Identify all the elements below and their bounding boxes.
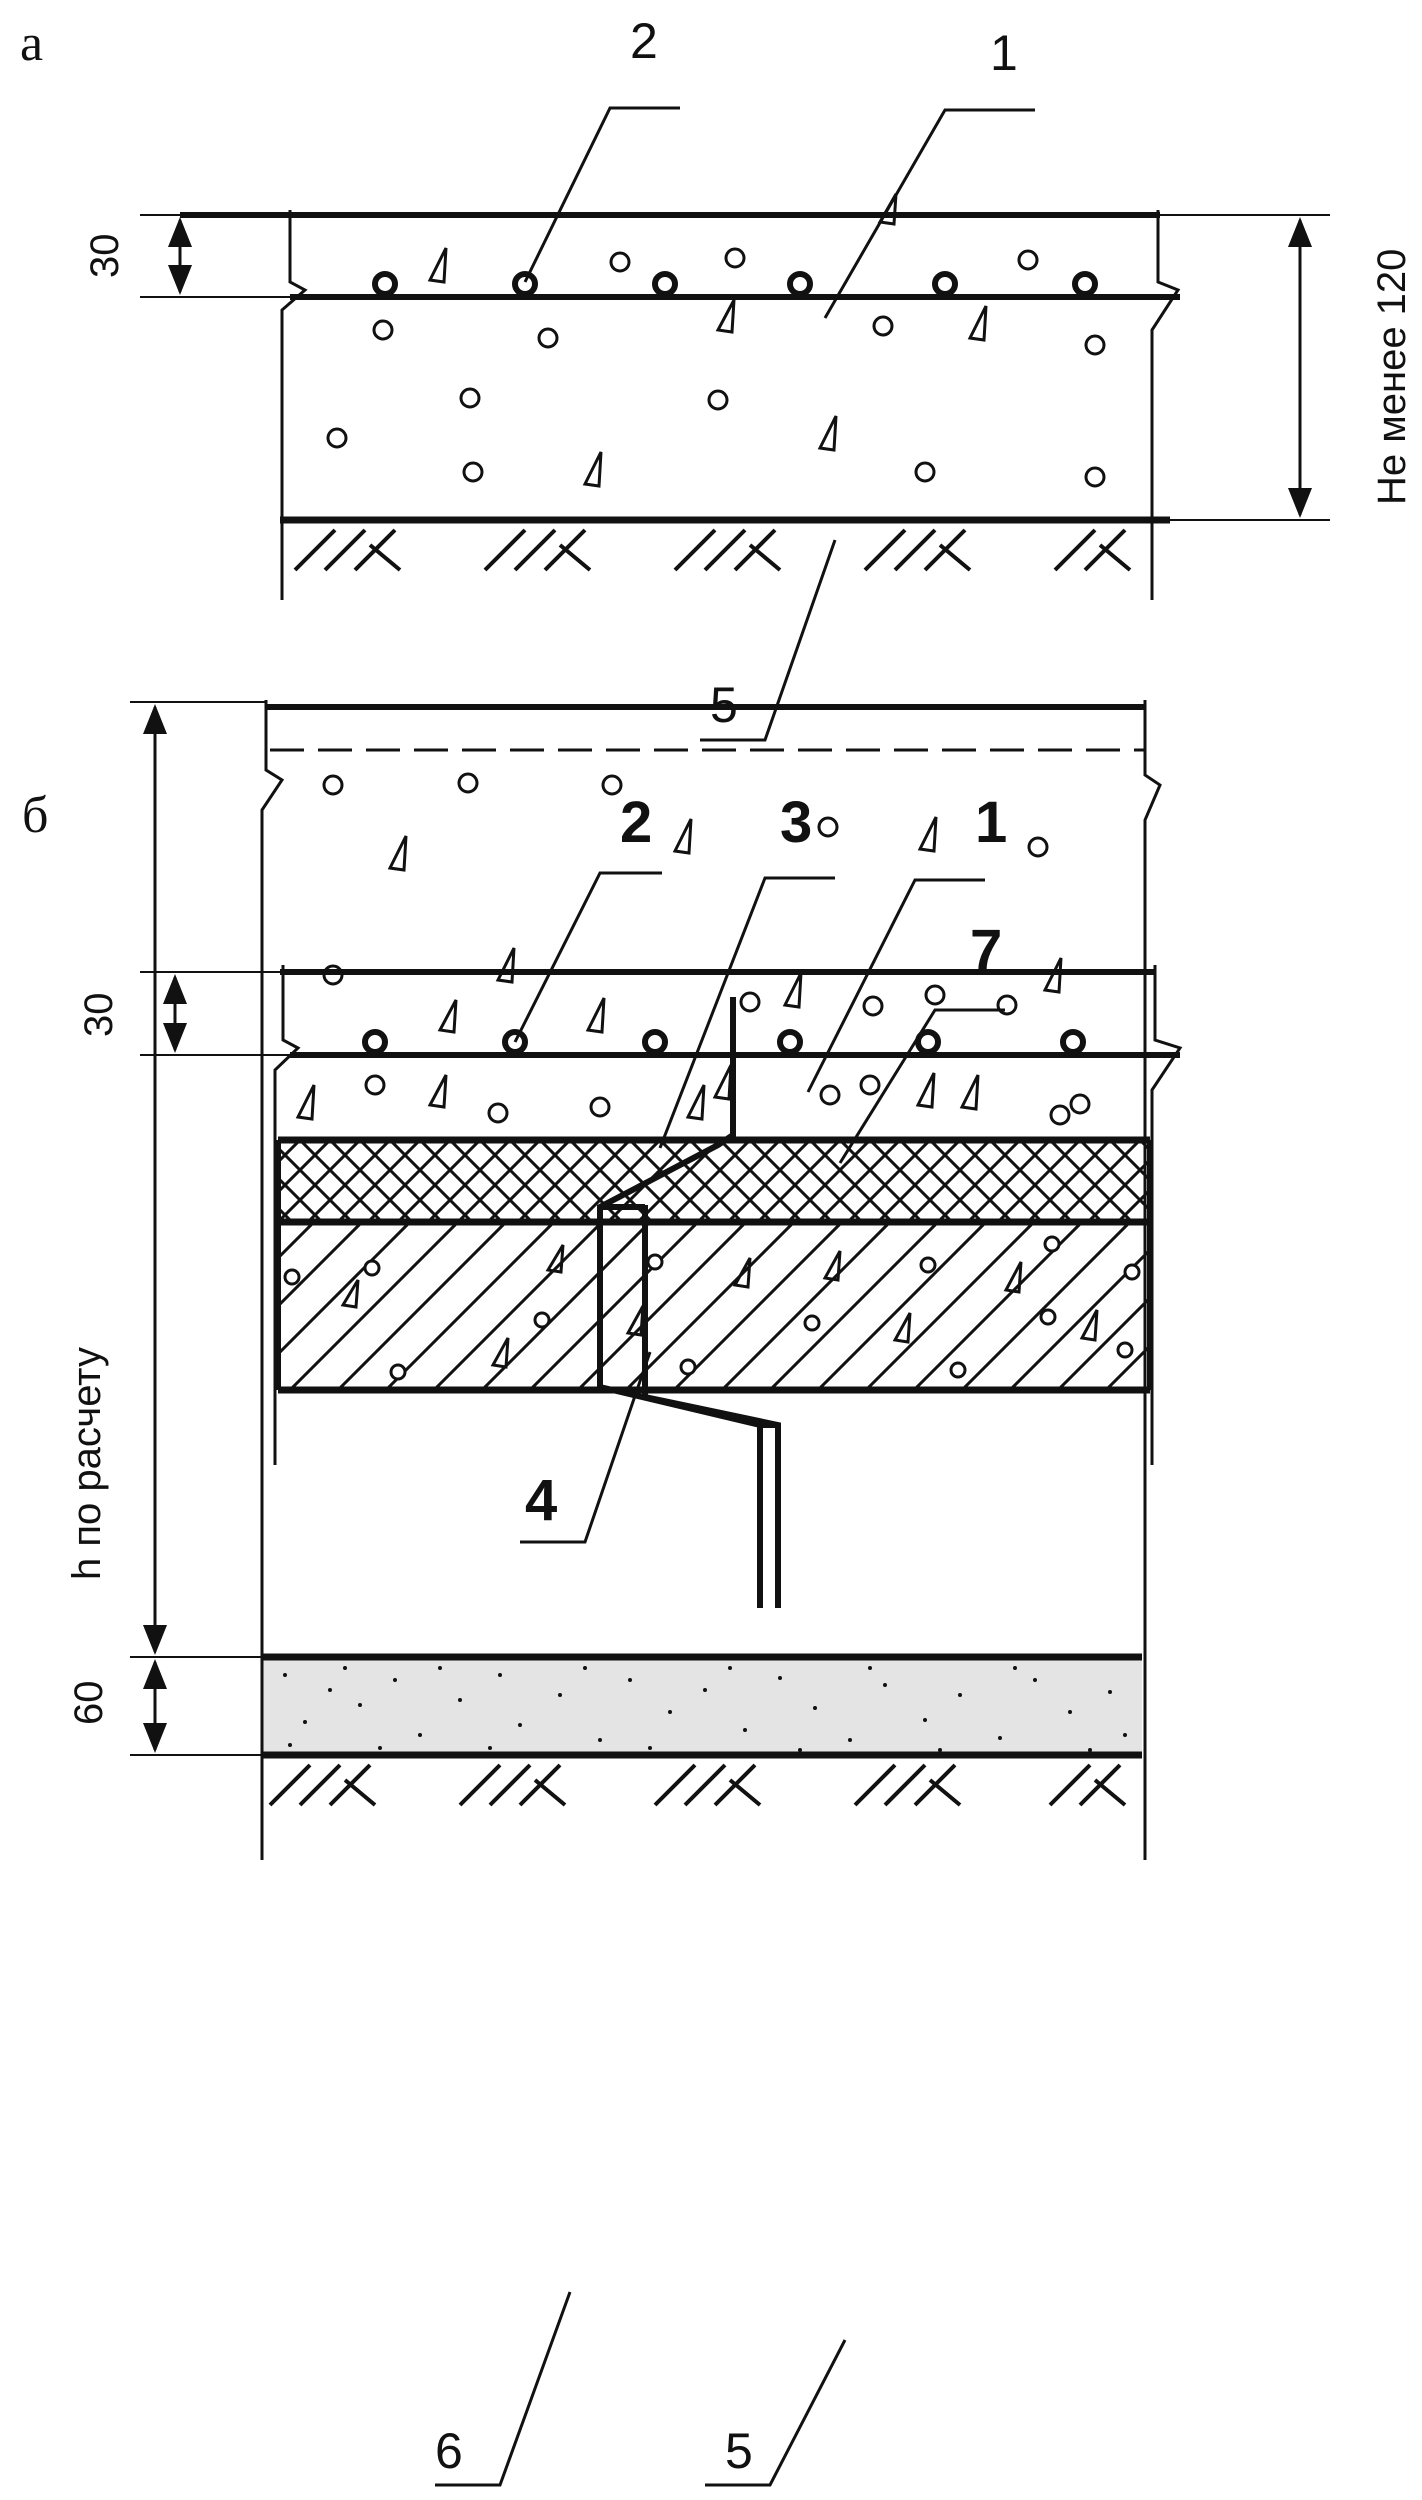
panel-c-right-break <box>1143 700 1162 900</box>
panel-b-callout-2: 2 <box>513 790 662 1043</box>
panel-b-callout-1-label: 1 <box>975 790 1007 855</box>
panel-a-right-break <box>1150 210 1181 600</box>
panel-a-ground-hatch <box>293 528 1132 572</box>
panel-c-ground-hatch <box>268 1763 1127 1807</box>
panel-c-dim-h-label: h по расчету <box>65 1347 109 1580</box>
panel-c-callout-5: 5 <box>705 2339 847 2487</box>
panel-a-left-break <box>280 210 308 600</box>
panel-c-aggregate <box>322 772 1071 1126</box>
panel-b-callout-3: 3 <box>658 790 835 1149</box>
panel-b-callout-4-label: 4 <box>525 1468 557 1533</box>
panel-b-callout-4: 4 <box>520 1351 652 1544</box>
panel-a-callout-1-label: 1 <box>990 25 1018 81</box>
panel-a-stone-marks <box>427 193 988 488</box>
panel-a-dim-total-label: Не менее 120 <box>1370 249 1414 505</box>
panel-c-callout-6-label: 6 <box>435 2423 463 2479</box>
panel-c-callout-7-label: 7 <box>970 918 1002 983</box>
panel-b-dim-30-label: 30 <box>77 993 121 1038</box>
panel-a-callout-2-label: 2 <box>630 13 658 69</box>
panel-a-dim-30: 30 <box>83 214 300 298</box>
panel-b-callout-1: 1 <box>806 790 1007 1093</box>
panel-a-letter: а <box>20 15 43 72</box>
panel-b-reinforcement-bars <box>362 1029 1086 1055</box>
panel-b-left-break <box>273 965 301 1465</box>
panel-c-dim-60: 60 <box>67 1659 262 1756</box>
panel-b-stone-marks <box>340 997 1099 1369</box>
panel-a-callout-2: 2 <box>523 13 680 283</box>
panel-b-crosshatch-layer <box>278 1140 1150 1222</box>
panel-a: а <box>20 13 1414 742</box>
panel-a-dim-30-label: 30 <box>83 234 127 279</box>
panel-c-stone-marks <box>295 816 1063 1121</box>
panel-c-left-break <box>260 700 285 900</box>
panel-c-dim-60-label: 60 <box>67 1681 111 1726</box>
panel-c-callout-7: 7 <box>838 918 1005 1164</box>
panel-c-sand-dots <box>283 1666 1127 1752</box>
panel-c-callout-6: 6 <box>435 2291 572 2487</box>
panel-c-joint-inner <box>642 1205 781 1608</box>
panel-a-aggregate <box>326 247 1106 488</box>
panel-b-letter: б <box>22 787 48 844</box>
panel-b: б <box>22 787 1183 1544</box>
panel-b-callout-2-label: 2 <box>620 790 652 855</box>
panel-c-sand-layer <box>262 1657 1142 1755</box>
panel-c: h по расчету 60 7 6 5 <box>65 700 1162 2487</box>
panel-b-right-break <box>1150 965 1183 1465</box>
panel-b-diaghatch-layer <box>278 1222 1150 1390</box>
panel-c-callout-5-label: 5 <box>725 2423 753 2479</box>
panel-c-dim-h: h по расчету <box>65 701 265 1658</box>
panel-b-aggregate <box>364 991 1091 1118</box>
panel-a-callout-1: 1 <box>823 25 1035 319</box>
panel-a-dim-total: Не менее 120 <box>1160 214 1414 521</box>
panel-a-reinforcement-bars <box>372 271 1098 297</box>
panel-b-callout-3-label: 3 <box>780 790 812 855</box>
panel-b-aggregate-lower <box>283 1235 1141 1381</box>
